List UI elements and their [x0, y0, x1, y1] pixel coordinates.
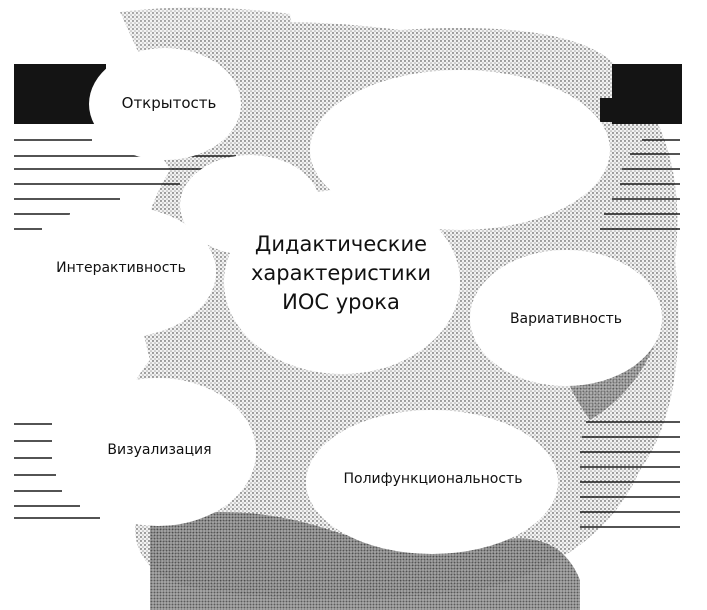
- node-label-visualization: Визуализация: [107, 442, 212, 458]
- rule-lines-top-left: [14, 139, 236, 230]
- center-line-2: характеристики: [250, 261, 432, 285]
- bubble-inter: [20, 206, 216, 338]
- black-bar-right-notch: [600, 98, 630, 122]
- bubble-connector-upper: [180, 155, 320, 255]
- node-label-interactivity: Интерактивность: [56, 260, 186, 276]
- rule-lines-top-right: [600, 139, 680, 230]
- center-line-3: ИОС урока: [282, 290, 400, 314]
- bubbles: [20, 48, 662, 554]
- node-label-polyfunctionality: Полифункциональность: [343, 471, 523, 487]
- node-label-variability: Вариативность: [509, 311, 623, 327]
- rule-lines-bottom-left: [14, 423, 100, 519]
- center-label: Дидактические характеристики ИОС урока: [236, 230, 446, 317]
- rule-lines-bottom-right: [580, 421, 680, 528]
- bubble-poly: [306, 410, 558, 554]
- bubble-vis: [60, 378, 256, 526]
- center-line-1: Дидактические: [254, 232, 428, 256]
- node-label-openness: Открытость: [121, 94, 217, 112]
- bubble-var: [470, 250, 662, 386]
- bubble-open: [89, 48, 241, 160]
- bubble-top-white-area: [310, 70, 610, 230]
